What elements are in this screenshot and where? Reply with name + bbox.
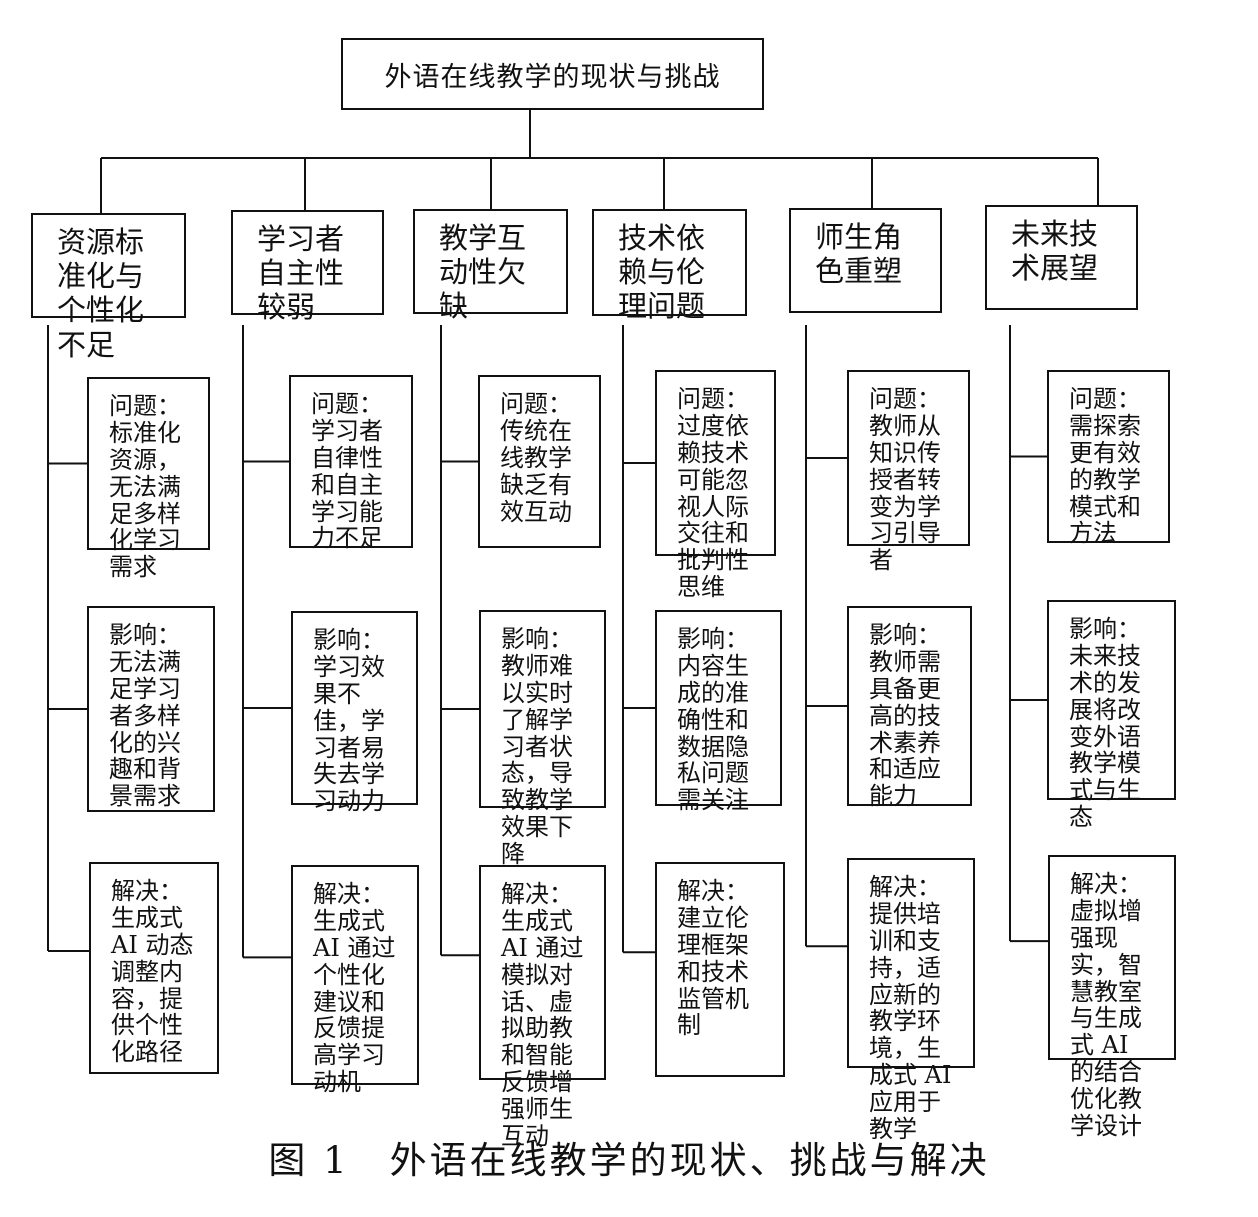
category-box: 师生角色重塑: [789, 208, 942, 313]
impact-box: 影响：未来技术的发展将改变外语教学模式与生态: [1047, 600, 1176, 831]
category-box: 未来技术展望: [985, 205, 1138, 310]
category-box: 学习者自主性较弱: [231, 210, 384, 324]
problem-box: 问题：教师从知识传授者转变为学习引导者: [847, 370, 970, 574]
solution-box: 解决：生成式 AI 动态调整内容，提供个性化路径: [89, 862, 219, 1074]
problem-box: 问题：过度依赖技术可能忽视人际交往和批判性思维: [655, 370, 776, 601]
category-box: 教学互动性欠缺: [413, 209, 568, 323]
impact-box: 影响：教师难以实时了解学习者状态，导致教学效果下降: [479, 610, 606, 867]
solution-box: 解决：虚拟增强现实，智慧教室与生成式 AI 的结合优化教学设计: [1048, 855, 1176, 1139]
solution-box: 解决：生成式 AI 通过个性化建议和反馈提高学习动机: [291, 865, 419, 1096]
impact-box: 影响：无法满足学习者多样化的兴趣和背景需求: [87, 606, 215, 812]
root-title-box: 外语在线教学的现状与挑战: [341, 38, 764, 110]
problem-box: 问题：标准化资源，无法满足多样化学习需求: [87, 377, 210, 581]
solution-box: 解决：提供培训和支持，适应新的教学环境，生成式 AI 应用于教学: [847, 858, 975, 1142]
problem-box: 问题：学习者自律性和自主学习能力不足: [289, 375, 413, 552]
figure-caption: 图 1 外语在线教学的现状、挑战与解决: [268, 1139, 990, 1182]
problem-box: 问题：需探索更有效的教学模式和方法: [1047, 370, 1170, 547]
solution-box: 解决：建立伦理框架和技术监管机制: [655, 862, 785, 1077]
impact-box: 影响：教师需具备更高的技术素养和适应能力: [847, 606, 972, 810]
category-box: 资源标准化与个性化不足: [31, 213, 186, 362]
root-title: 外语在线教学的现状与挑战: [384, 61, 721, 93]
impact-box: 影响：内容生成的准确性和数据隐私问题需关注: [655, 610, 782, 814]
impact-box: 影响：学习效果不佳，学习者易失去学习动力: [291, 611, 418, 815]
category-box: 技术依赖与伦理问题: [592, 209, 747, 323]
problem-box: 问题：传统在线教学缺乏有效互动: [478, 375, 601, 548]
solution-box: 解决：生成式 AI 通过模拟对话、虚拟助教和智能反馈增强师生互动: [479, 865, 606, 1149]
